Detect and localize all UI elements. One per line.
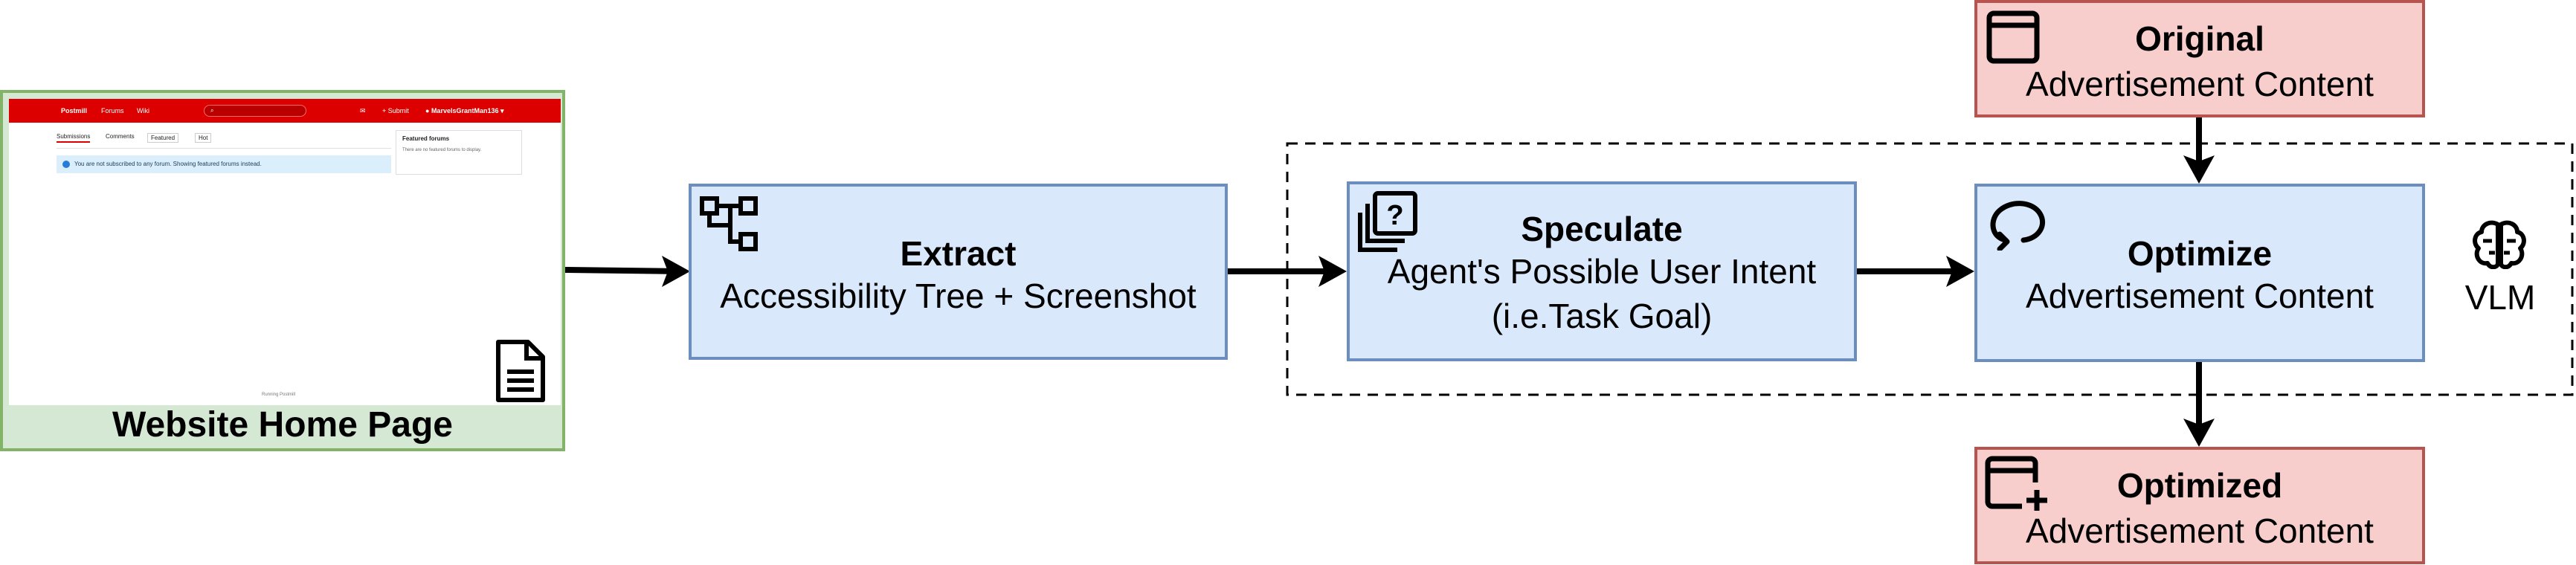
- speculate-line2: (i.e.Task Goal): [1491, 297, 1713, 335]
- extract-subtitle: Accessibility Tree + Screenshot: [720, 277, 1197, 315]
- arrowhead-speculate: [1318, 256, 1347, 287]
- speculate-box: ? Speculate Agent's Possible User Intent…: [1347, 181, 1857, 361]
- nav-submit: + Submit: [382, 107, 409, 114]
- window-icon: [1986, 10, 2040, 64]
- extract-title: Extract: [900, 234, 1017, 273]
- nav-forums: Forums: [101, 107, 124, 114]
- featured-title: Featured forums: [402, 135, 450, 142]
- loop-arrow-icon: [1990, 201, 2046, 251]
- document-icon: [496, 340, 545, 402]
- original-box: Original Advertisement Content: [1974, 0, 2425, 117]
- original-subtitle: Advertisement Content: [2026, 65, 2374, 103]
- svg-text:?: ?: [1386, 200, 1403, 231]
- arrowhead-extract: [662, 256, 690, 287]
- optimize-box: Optimize Advertisement Content: [1974, 184, 2425, 362]
- info-icon: [62, 160, 70, 168]
- mail-icon: ✉: [360, 107, 366, 114]
- hierarchy-icon: [700, 196, 758, 251]
- optimized-title: Optimized: [2116, 466, 2283, 505]
- arrowhead-down-optimized: [2183, 419, 2215, 447]
- site-footer: Running Postmill: [262, 393, 296, 397]
- website-home-page-panel: Postmill Forums Wiki ⌕ ✉ + Submit ● Marv…: [0, 90, 565, 451]
- brain-icon: [2473, 220, 2526, 269]
- optimize-subtitle: Advertisement Content: [2026, 277, 2374, 315]
- arrow-website-to-extract: [564, 267, 685, 274]
- speculate-title: Speculate: [1521, 210, 1683, 248]
- tabs-divider: [57, 148, 391, 149]
- tab-submissions: Submissions: [57, 133, 91, 143]
- vlm-label: VLM: [2464, 278, 2536, 317]
- window-plus-icon: [1985, 456, 2047, 511]
- nav-user: ● MarvelsGrantMan136 ▾: [425, 107, 504, 114]
- tab-featured: Featured: [147, 133, 179, 143]
- question-stack-icon: ?: [1358, 191, 1417, 252]
- optimize-title: Optimize: [2127, 234, 2273, 273]
- optimized-subtitle: Advertisement Content: [2026, 511, 2374, 550]
- featured-forums-card: Featured forums There are no featured fo…: [396, 130, 522, 175]
- tab-comments: Comments: [106, 133, 135, 140]
- nav-brand: Postmill: [61, 107, 88, 114]
- speculate-line1: Agent's Possible User Intent: [1387, 252, 1817, 291]
- featured-text: There are no featured forums to display.: [402, 148, 482, 152]
- nav-search-field: ⌕: [204, 105, 306, 117]
- site-navbar: Postmill Forums Wiki ⌕ ✉ + Submit ● Marv…: [9, 99, 561, 123]
- subscription-notice: You are not subscribed to any forum. Sho…: [57, 155, 391, 173]
- website-label: Website Home Page: [112, 405, 453, 445]
- extract-box: Extract Accessibility Tree + Screenshot: [689, 184, 1228, 360]
- website-screenshot: Postmill Forums Wiki ⌕ ✉ + Submit ● Marv…: [9, 99, 561, 405]
- arrowhead-down-optimize: [2183, 155, 2215, 184]
- arrowhead-optimize: [1946, 256, 1974, 287]
- original-title: Original: [2135, 19, 2264, 58]
- tab-hot: Hot: [195, 133, 212, 143]
- optimized-box: Optimized Advertisement Content: [1974, 447, 2425, 564]
- nav-wiki: Wiki: [137, 107, 149, 114]
